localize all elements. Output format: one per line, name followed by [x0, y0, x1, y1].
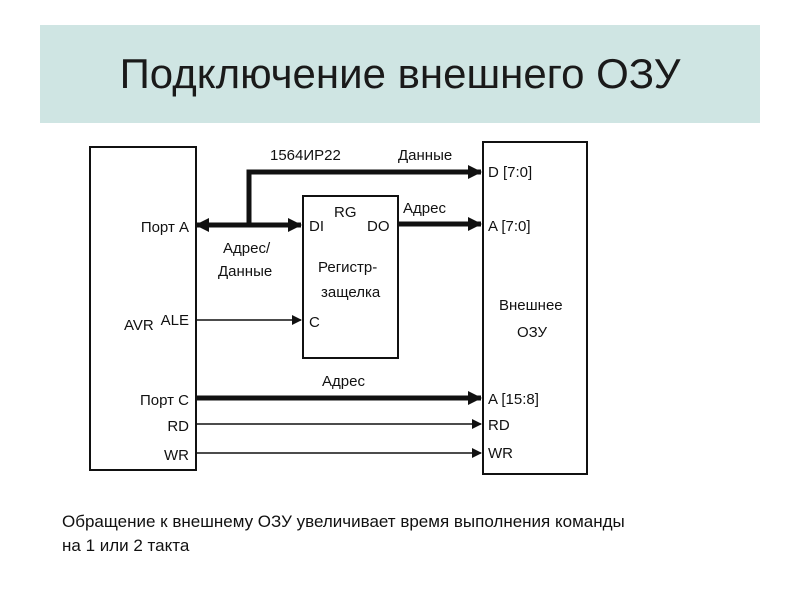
avr-port-a-label: Порт A	[141, 219, 189, 236]
avr-port-c-label: Порт C	[140, 392, 189, 409]
ram-wr-label: WR	[488, 445, 513, 462]
caption: Обращение к внешнему ОЗУ увеличивает вре…	[62, 510, 762, 558]
ram-d-label: D [7:0]	[488, 164, 532, 181]
title-band: Подключение внешнего ОЗУ	[40, 25, 760, 123]
high-address-label: Адрес	[322, 373, 365, 390]
avr-block	[89, 146, 197, 471]
data-bus-to-ram	[246, 165, 482, 225]
ram-a-high-label: A [15:8]	[488, 391, 539, 408]
latch-block	[302, 195, 399, 359]
caption-line-2: на 1 или 2 такта	[62, 536, 190, 555]
latch-name-line2: защелка	[321, 284, 381, 301]
avr-name-label: AVR	[124, 317, 154, 334]
latch-di-label: DI	[309, 218, 324, 235]
chip-label: 1564ИР22	[270, 147, 341, 164]
avr-ale-label: ALE	[161, 312, 189, 329]
ram-name-line1: Внешнее	[499, 297, 563, 314]
avr-rd-label: RD	[167, 418, 189, 435]
avr-wr-label: WR	[164, 447, 189, 464]
ram-block	[482, 141, 588, 475]
ram-rd-label: RD	[488, 417, 510, 434]
slide-title: Подключение внешнего ОЗУ	[119, 50, 681, 97]
latch-rg-label: RG	[334, 204, 357, 221]
data-bus-label: Данные	[398, 147, 452, 164]
low-address-label: Адрес	[403, 200, 446, 217]
address-data-label-line1: Адрес/	[223, 240, 271, 257]
ram-name-line2: ОЗУ	[517, 324, 548, 341]
latch-c-label: C	[309, 314, 320, 331]
latch-do-label: DO	[367, 218, 390, 235]
ram-a-low-label: A [7:0]	[488, 218, 531, 235]
latch-name-line1: Регистр-	[318, 259, 377, 276]
address-data-label-line2: Данные	[218, 263, 272, 280]
caption-line-1: Обращение к внешнему ОЗУ увеличивает вре…	[62, 512, 625, 531]
